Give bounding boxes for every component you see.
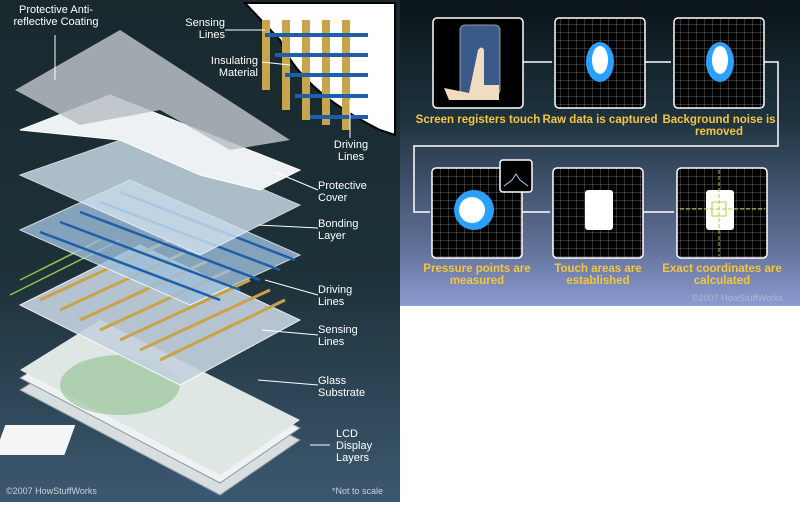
step-caption-2: Raw data is captured	[542, 114, 658, 126]
step-caption-3: Background noise is removed	[662, 114, 776, 138]
step-caption-4: Pressure points are measured	[423, 263, 531, 287]
blob-raw	[586, 42, 614, 82]
label-sensing-lines: Sensing Lines	[318, 324, 358, 348]
inset-label-insulating-material: Insulating Material	[210, 55, 258, 79]
touchscreen-layers-diagram: Protective Anti-reflective Coating Sensi…	[0, 0, 400, 502]
step-caption-6: Exact coordinates are calculated	[662, 263, 782, 287]
not-to-scale-note: *Not to scale	[332, 486, 384, 496]
inset-label-sensing-lines: Sensing Lines	[185, 17, 225, 41]
label-glass-substrate: Glass Substrate	[318, 375, 366, 399]
touch-process-diagram: Screen registers touch Raw data is captu…	[400, 0, 800, 306]
inset-label-driving-lines: Driving Lines	[333, 139, 369, 163]
label-lcd-display-layers: LCD Display Layers	[336, 428, 373, 464]
label-protective-cover: Protective Cover	[318, 180, 367, 204]
layers-illustration	[0, 1, 396, 496]
copyright-left: ©2007 HowStuffWorks	[6, 486, 97, 496]
copyright-right: ©2007 HowStuffWorks	[692, 293, 783, 303]
label-coating: Protective Anti-reflective Coating	[13, 4, 99, 28]
label-bonding-layer: Bonding Layer	[318, 218, 359, 242]
label-driving-lines: Driving Lines	[318, 284, 353, 308]
step-caption-5: Touch areas are established	[554, 263, 642, 287]
process-illustration	[413, 17, 779, 259]
step-caption-1: Screen registers touch	[415, 114, 541, 126]
